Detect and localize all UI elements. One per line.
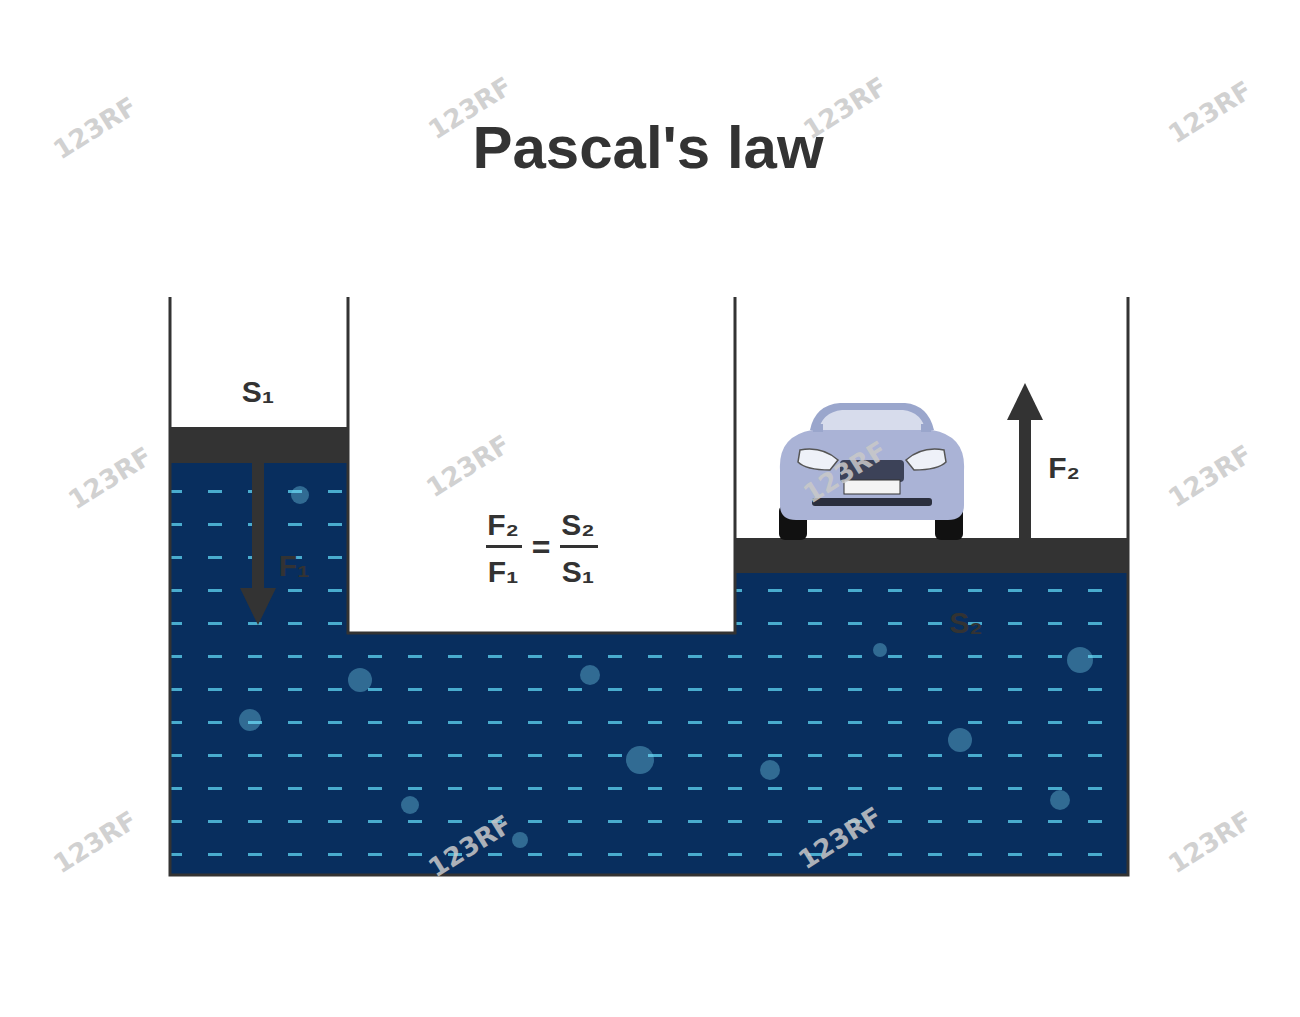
container-wall bbox=[170, 297, 1128, 875]
watermark: 123RF bbox=[64, 443, 156, 514]
force-label: F₁ bbox=[279, 551, 310, 581]
watermark: 123RF bbox=[49, 93, 141, 164]
fraction-bar bbox=[560, 545, 598, 548]
force-arrow bbox=[1019, 415, 1031, 538]
formula-sign: = bbox=[532, 531, 551, 563]
large-piston bbox=[735, 538, 1128, 573]
title: Pascal's law bbox=[472, 118, 823, 178]
watermark: 123RF bbox=[1164, 807, 1256, 878]
watermark: 123RF bbox=[1164, 441, 1256, 512]
watermark: 123RF bbox=[422, 431, 514, 502]
force-arrow-head bbox=[240, 588, 276, 625]
formula-term: F₂ bbox=[487, 510, 519, 540]
area-label: S₂ bbox=[949, 608, 982, 638]
watermark: 123RF bbox=[49, 807, 141, 878]
watermark: 123RF bbox=[799, 73, 891, 144]
car bbox=[779, 403, 964, 540]
force-label: F₂ bbox=[1048, 453, 1080, 483]
liquid-texture bbox=[170, 463, 1128, 875]
fraction-bar bbox=[486, 545, 522, 548]
container-wall bbox=[348, 297, 735, 633]
liquid bbox=[170, 463, 1128, 875]
formula-term: S₁ bbox=[562, 557, 594, 587]
formula-term: S₂ bbox=[561, 510, 594, 540]
force-arrow-head bbox=[1007, 383, 1043, 420]
watermark: 123RF bbox=[1164, 77, 1256, 148]
area-label: S₁ bbox=[242, 377, 274, 407]
formula-term: F₁ bbox=[488, 557, 519, 587]
small-piston bbox=[170, 427, 348, 463]
force-arrow bbox=[252, 463, 264, 593]
